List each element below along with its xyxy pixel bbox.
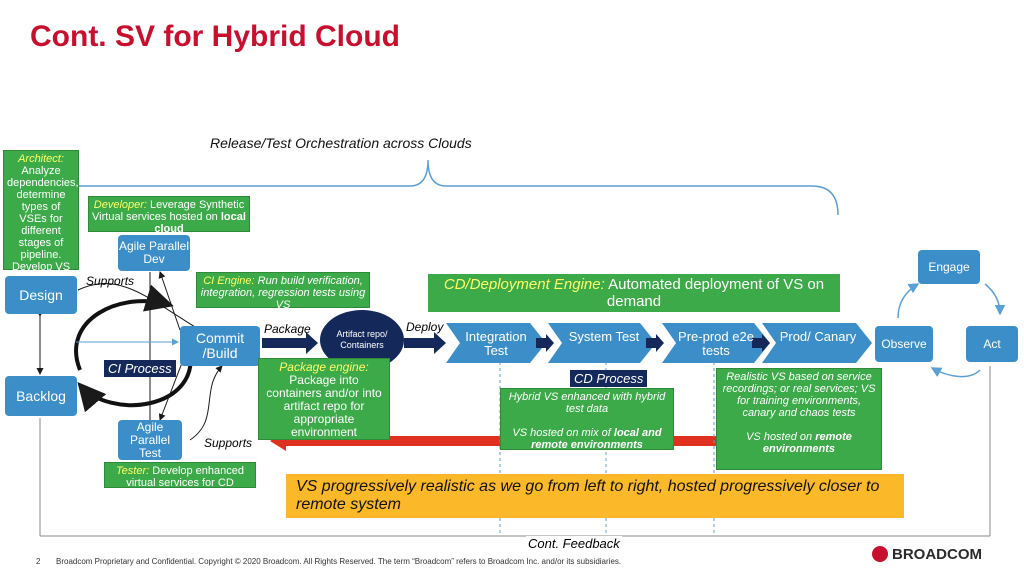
chevron-preprod [662, 323, 770, 363]
broadcom-brand: BROADCOM [892, 546, 982, 563]
realistic-bold: remote environments [762, 431, 852, 455]
developer-note: Developer: Leverage Synthetic Virtual se… [88, 196, 250, 235]
engage-box: Engage [918, 250, 980, 284]
supports-bottom-curve [189, 365, 223, 441]
summary-banner: VS progressively realistic as we go from… [286, 474, 904, 518]
package-arrow [262, 332, 318, 354]
tester-note: Tester: Develop enhanced virtual service… [104, 462, 256, 501]
feedback-label: Cont. Feedback [526, 536, 622, 551]
commit-build-box: Commit /Build [180, 326, 260, 366]
observe-engage-arrow [897, 283, 920, 319]
hybrid-line2: VS hosted on mix of [512, 427, 611, 439]
broadcom-logo-icon [872, 546, 888, 562]
slide-title: Cont. SV for Hybrid Cloud [30, 20, 400, 53]
step-arrow-3 [752, 334, 770, 352]
act-observe-arrow [930, 367, 981, 378]
chevron-system [548, 323, 656, 363]
supports-top-label: Supports [86, 274, 135, 288]
hybrid-note: Hybrid VS enhanced with hybrid test data… [500, 388, 674, 451]
pipeline-label-system: System Test [568, 329, 640, 344]
realistic-line1: Realistic VS based on service recordings… [722, 371, 876, 419]
orchestration-label: Release/Test Orchestration across Clouds [210, 135, 472, 151]
backlog-box: Backlog [5, 376, 77, 416]
deploy-arrow [404, 332, 446, 354]
step-arrow-2 [646, 334, 664, 352]
ci-engine-text: Run build verification, integration, reg… [200, 275, 366, 311]
tester-role: Tester: [115, 465, 150, 477]
realistic-note: Realistic VS based on service recordings… [716, 368, 882, 470]
ci-cycle-arrow-bottom [77, 349, 193, 413]
act-box: Act [966, 326, 1018, 362]
footer-text: Broadcom Proprietary and Confidential. C… [56, 557, 622, 566]
cd-engine-role: CD/Deployment Engine: [443, 276, 605, 293]
package-engine-note: Package engine: Package into containers … [258, 358, 390, 440]
deploy-label: Deploy [406, 320, 444, 334]
developer-text: Leverage Synthetic Virtual services host… [92, 199, 245, 223]
agile-dev-box: Agile Parallel Dev [118, 235, 190, 271]
architect-note: Architect: Analyze dependencies, determi… [3, 150, 79, 297]
supports-top-curve [77, 283, 201, 331]
pipeline-label-prod: Prod/ Canary [779, 329, 857, 344]
commit-test-link [158, 354, 186, 421]
chevron-prod [762, 323, 872, 363]
package-text: Package into containers and/or into arti… [266, 373, 382, 439]
ci-engine-note: CI Engine: Run build verification, integ… [196, 272, 370, 311]
page-number: 2 [36, 557, 41, 566]
hybrid-line1: Hybrid VS enhanced with hybrid test data [508, 391, 666, 415]
developer-role: Developer: [93, 199, 147, 211]
architect-text: Analyze dependencies, determine types of… [7, 165, 79, 297]
design-box: Design [5, 276, 77, 314]
ci-cycle-arrow-top [74, 284, 174, 371]
cd-process-label: CD Process [570, 370, 648, 387]
package-role: Package engine: [279, 360, 369, 374]
supports-bottom-label: Supports [204, 436, 253, 450]
realistic-line2: VS hosted on [746, 431, 813, 443]
observe-box: Observe [875, 326, 933, 362]
package-label: Package [264, 322, 311, 336]
architect-role: Architect: [18, 153, 64, 165]
developer-bold: local cloud [154, 211, 246, 235]
pipeline-label-preprod: Pre-prod e2e tests [678, 329, 754, 358]
tester-text: Develop enhanced virtual services for CD… [126, 465, 245, 501]
commit-dev-link [158, 271, 181, 331]
ci-engine-role: CI Engine: [203, 275, 255, 287]
chevron-integration [446, 323, 546, 363]
hybrid-bold: local and remote environments [531, 427, 662, 451]
cd-engine-text: Automated deployment of VS on demand [606, 276, 825, 310]
cd-engine-note: CD/Deployment Engine: Automated deployme… [428, 274, 840, 312]
pipeline-label-integration: Integration Test [465, 329, 527, 358]
ci-process-label: CI Process [104, 360, 176, 377]
agile-test-box: Agile Parallel Test [118, 420, 182, 460]
step-arrow-1 [536, 334, 554, 352]
engage-act-arrow [984, 283, 1006, 316]
